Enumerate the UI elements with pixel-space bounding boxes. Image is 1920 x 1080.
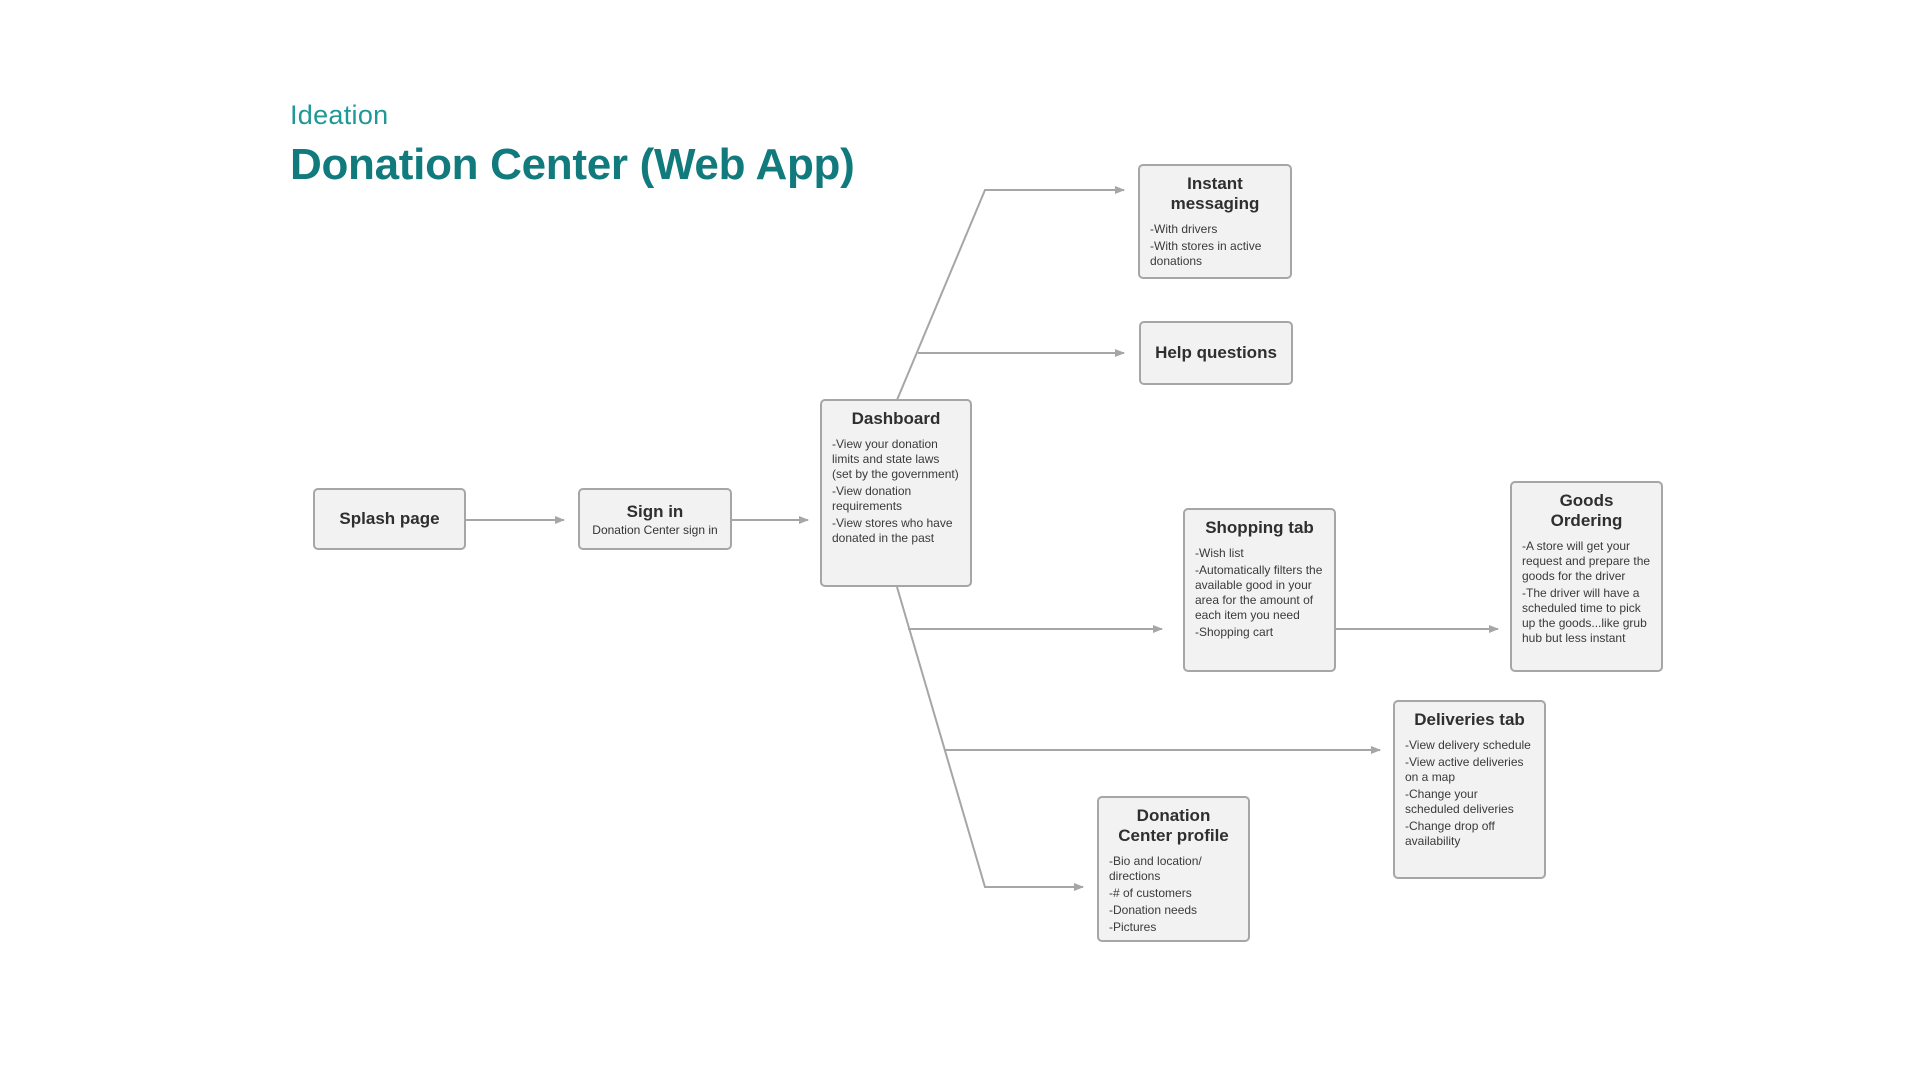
node-title: Dashboard [851,409,941,428]
list-item: -Bio and location/ directions [1109,854,1202,883]
node-subtitle: Donation Center sign in [592,522,718,537]
list-item: -Wish list [1195,546,1244,560]
node-title: Instant messaging [1170,174,1260,213]
node-goods-ordering: Goods Ordering -A store will get your re… [1510,481,1663,672]
list-item: -With stores in active donations [1150,239,1262,268]
list-item: -View active deliveries on a map [1405,755,1524,784]
node-title: Sign in [626,501,684,521]
list-item: -A store will get your request and prepa… [1522,539,1651,583]
node-title: Help questions [1155,343,1277,362]
node-title: Deliveries tab [1414,710,1525,729]
list-item: -# of customers [1109,886,1192,900]
node-item-list: -Bio and location/ directions -# of cust… [1109,854,1238,935]
node-donation-center-profile: Donation Center profile -Bio and locatio… [1097,796,1250,942]
list-item: -Shopping cart [1195,625,1274,639]
node-sign-in: Sign in Donation Center sign in [578,488,732,550]
section-eyebrow: Ideation [290,100,389,130]
list-item: -View your donation limits and state law… [832,437,959,481]
connector-dashboard-profile [896,586,1084,891]
node-splash-page: Splash page [313,488,466,550]
node-title: Goods Ordering [1550,491,1623,530]
node-title: Donation Center profile [1118,806,1229,845]
list-item: -Change your scheduled deliveries [1405,787,1514,816]
node-deliveries-tab: Deliveries tab -View delivery schedule -… [1393,700,1546,879]
node-shopping-tab: Shopping tab -Wish list -Automatically f… [1183,508,1336,672]
node-help-questions: Help questions [1139,321,1293,385]
page-title: Donation Center (Web App) [290,140,855,189]
list-item: -Change drop off availability [1405,819,1495,848]
list-item: -View donation requirements [832,484,912,513]
node-item-list: -Wish list -Automatically filters the av… [1195,546,1324,640]
node-item-list: -View delivery schedule -View active del… [1405,738,1534,849]
node-title: Shopping tab [1205,518,1314,537]
node-item-list: -A store will get your request and prepa… [1522,539,1651,646]
list-item: -View stores who have donated in the pas… [832,516,953,545]
node-dashboard: Dashboard -View your donation limits and… [820,399,972,587]
list-item: -Automatically filters the available goo… [1195,563,1323,622]
node-instant-messaging: Instant messaging -With drivers -With st… [1138,164,1292,279]
node-item-list: -With drivers -With stores in active don… [1150,222,1280,269]
connector-dashboard-messaging [896,186,1125,401]
list-item: -View delivery schedule [1405,738,1531,752]
list-item: -With drivers [1150,222,1218,236]
list-item: -Pictures [1109,920,1157,934]
node-title: Splash page [339,509,440,528]
list-item: -Donation needs [1109,903,1198,917]
node-item-list: -View your donation limits and state law… [832,437,960,546]
list-item: -The driver will have a scheduled time t… [1522,586,1647,645]
